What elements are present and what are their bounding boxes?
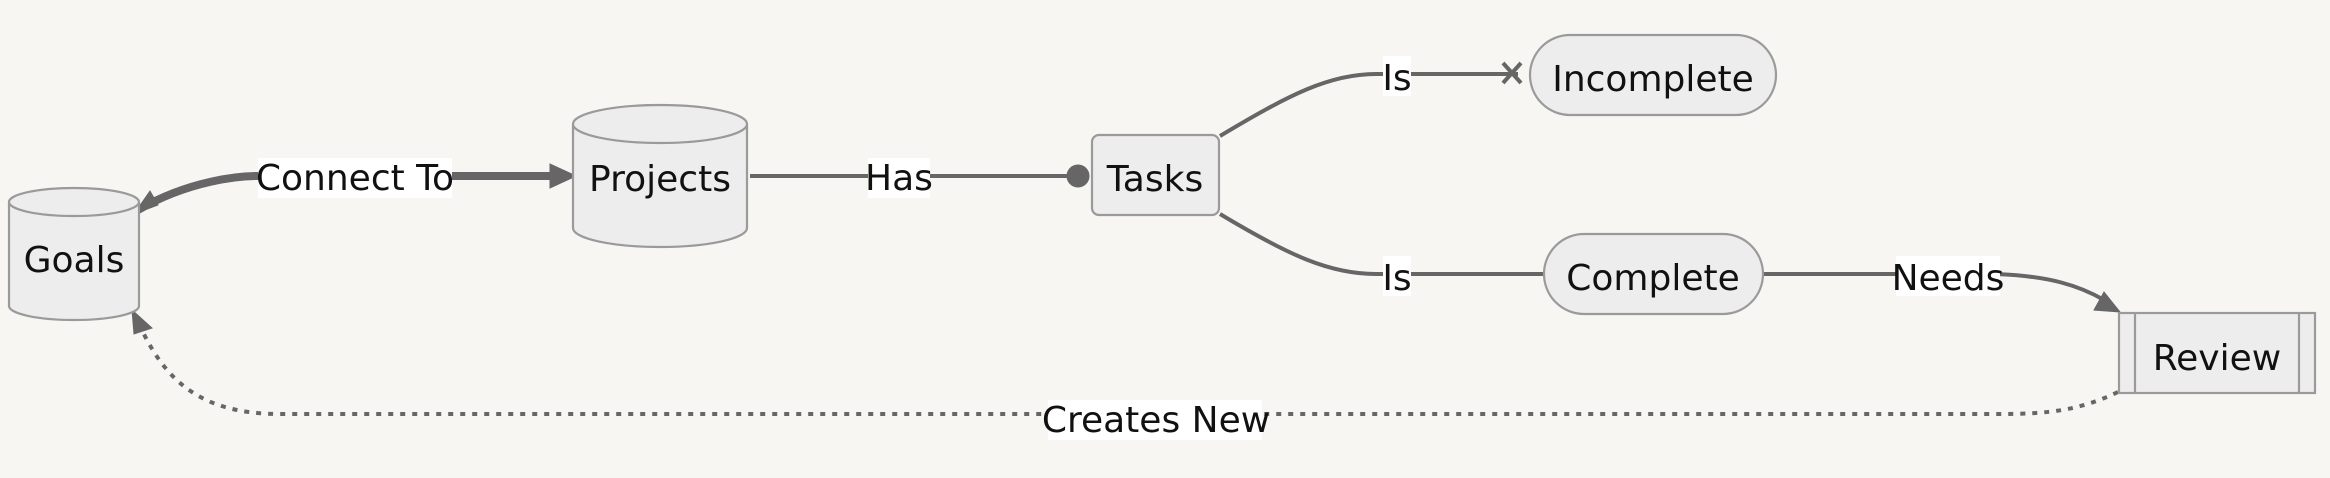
node-label-tasks: Tasks (1106, 159, 1203, 200)
edge-line-tasks-complete (1218, 212, 1545, 276)
edge-tasks-complete: Is (1218, 212, 1545, 299)
edge-label-needs: Needs (1892, 258, 2005, 299)
edge-line-review-goals (138, 325, 2119, 416)
node-label-goals: Goals (24, 240, 125, 281)
arrowhead-to-review (2093, 291, 2122, 313)
edge-line-tasks-incomplete (1218, 72, 1518, 138)
node-tasks[interactable]: Tasks (1090, 133, 1221, 217)
review-box (2117, 311, 2317, 395)
node-projects[interactable]: Projects (571, 103, 749, 249)
circle-end-tasks (1066, 164, 1090, 188)
complete-pill (1542, 232, 1765, 316)
node-label-complete: Complete (1566, 258, 1740, 299)
node-label-review: Review (2153, 338, 2281, 379)
edge-projects-tasks: Has (750, 158, 1090, 199)
edge-label-creates-new: Creates New (1042, 400, 1270, 441)
arrowhead-to-goals-dotted (131, 308, 153, 335)
goals-cylinder-body (7, 202, 141, 322)
node-label-projects: Projects (589, 159, 731, 200)
edge-review-goals: Creates New (131, 308, 2119, 441)
projects-cylinder-top (571, 103, 749, 145)
node-goals[interactable]: Goals (7, 186, 141, 322)
node-incomplete[interactable]: Incomplete (1528, 33, 1778, 117)
edge-label-is-incomplete: Is (1382, 58, 1411, 99)
edge-label-has: Has (865, 158, 933, 199)
edge-line-projects-goals (136, 172, 556, 214)
goals-cylinder-top (7, 186, 141, 218)
node-complete[interactable]: Complete (1542, 232, 1765, 316)
tasks-box (1090, 133, 1221, 217)
edge-tasks-incomplete: Is (1218, 56, 1523, 138)
edge-line-complete-review (1762, 272, 2106, 302)
edge-projects-goals: Connect To (132, 158, 578, 216)
projects-cylinder-body (571, 124, 749, 249)
edge-complete-review: Needs (1762, 256, 2122, 313)
node-review[interactable]: Review (2117, 311, 2317, 395)
arrowhead-to-projects (549, 163, 578, 189)
edge-label-connect-to: Connect To (256, 158, 454, 199)
cross-end-incomplete (1501, 61, 1523, 85)
node-label-incomplete: Incomplete (1552, 59, 1754, 100)
edge-label-is-complete: Is (1382, 258, 1411, 299)
incomplete-pill (1528, 33, 1778, 117)
